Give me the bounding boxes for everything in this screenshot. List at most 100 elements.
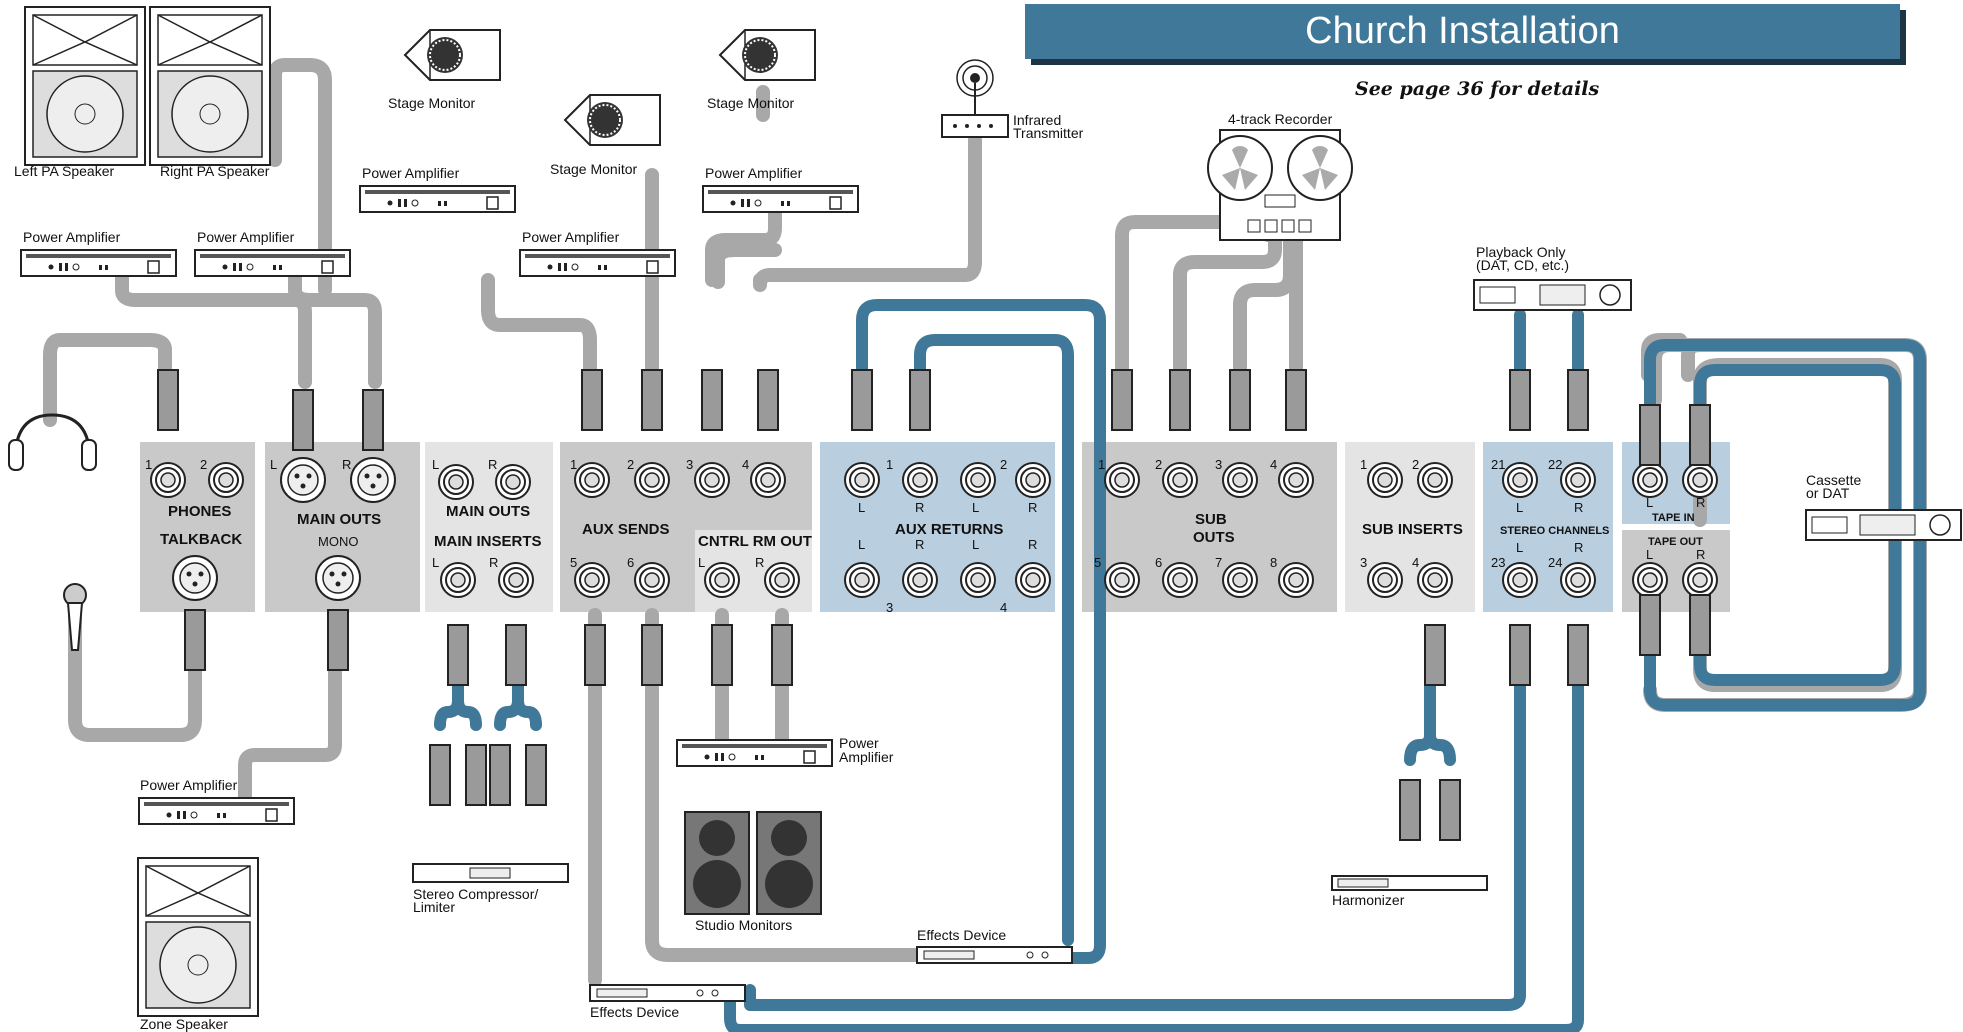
svg-text:R: R [1696, 495, 1705, 510]
infrared-label-1: Infrared [1013, 112, 1061, 128]
playback-device [1473, 279, 1632, 311]
svg-text:L: L [858, 537, 865, 552]
right-pa-speaker-label: Right PA Speaker [160, 163, 270, 179]
svg-text:R: R [1696, 547, 1705, 562]
stage-monitor-1-label: Stage Monitor [388, 95, 475, 111]
svg-text:R: R [342, 457, 351, 472]
stage-monitor-1 [404, 29, 501, 81]
svg-text:2: 2 [200, 457, 207, 472]
svg-text:R: R [915, 537, 924, 552]
svg-text:2: 2 [1155, 457, 1162, 472]
label-main-outs-2: MAIN OUTS [446, 503, 530, 520]
svg-text:4: 4 [1412, 555, 1419, 570]
label-sub-inserts: SUB INSERTS [1362, 521, 1463, 538]
svg-text:L: L [1646, 547, 1653, 562]
svg-text:L: L [698, 555, 705, 570]
effects-device-2 [589, 984, 746, 1002]
svg-text:22: 22 [1548, 457, 1562, 472]
svg-text:L: L [1646, 495, 1653, 510]
compressor-label-1: Stereo Compressor/ [413, 886, 538, 902]
playback-label-1: Playback Only [1476, 244, 1565, 260]
svg-text:R: R [1028, 537, 1037, 552]
label-aux-returns: AUX RETURNS [895, 521, 1003, 538]
svg-text:3: 3 [1215, 457, 1222, 472]
compressor-label-2: Limiter [413, 899, 455, 915]
power-amp-5-label: Power Amplifier [705, 165, 803, 181]
svg-text:1: 1 [145, 457, 152, 472]
label-cntrl-rm-out: CNTRL RM OUT [698, 533, 812, 550]
svg-text:L: L [1516, 540, 1523, 555]
studio-monitors-label: Studio Monitors [695, 917, 792, 933]
zone-speaker-label: Zone Speaker [140, 1016, 228, 1032]
cassette-label-2: or DAT [1806, 485, 1850, 501]
svg-text:1: 1 [886, 457, 893, 472]
svg-text:3: 3 [686, 457, 693, 472]
power-amp-3 [359, 185, 516, 213]
svg-text:24: 24 [1548, 555, 1562, 570]
power-amp-6-label: Power Amplifier [140, 777, 238, 793]
headphones-icon [8, 413, 97, 471]
power-amp-5 [702, 185, 859, 213]
power-amp-7-label-1: Power [839, 735, 879, 751]
zone-speaker [137, 857, 259, 1017]
power-amp-7 [676, 739, 833, 767]
effects-device-1 [916, 946, 1073, 964]
svg-text:L: L [972, 500, 979, 515]
power-amp-4 [519, 249, 676, 277]
right-pa-speaker [149, 6, 271, 166]
infrared-transmitter [941, 59, 1009, 138]
svg-text:1: 1 [1360, 457, 1367, 472]
power-amp-4-label: Power Amplifier [522, 229, 620, 245]
label-stereo-channels: STEREO CHANNELS [1500, 525, 1609, 537]
stereo-compressor [412, 863, 569, 883]
left-pa-speaker [24, 6, 146, 166]
harmonizer-label: Harmonizer [1332, 892, 1405, 908]
svg-text:4: 4 [742, 457, 749, 472]
svg-text:R: R [915, 500, 924, 515]
svg-text:4: 4 [1270, 457, 1277, 472]
diagram-title: Church Installation [1305, 10, 1620, 52]
svg-text:1: 1 [570, 457, 577, 472]
svg-text:21: 21 [1491, 457, 1505, 472]
power-amp-1-label: Power Amplifier [23, 229, 121, 245]
label-main-outs: MAIN OUTS [297, 511, 381, 528]
power-amp-7-label-2: Amplifier [839, 749, 894, 765]
power-amp-3-label: Power Amplifier [362, 165, 460, 181]
svg-text:L: L [972, 537, 979, 552]
stage-monitor-3-label: Stage Monitor [707, 95, 794, 111]
label-sub-1: SUB [1195, 511, 1227, 528]
four-track-recorder [1207, 129, 1353, 241]
svg-text:5: 5 [570, 555, 577, 570]
svg-text:2: 2 [1412, 457, 1419, 472]
power-amp-1 [20, 249, 177, 277]
cassette-label-1: Cassette [1806, 472, 1861, 488]
jack-number-labels: 1 2 L R L R L R 1 2 3 4 5 6 L R 1 2 L R L R L R L R 3 4… [145, 457, 1705, 615]
svg-text:R: R [1574, 540, 1583, 555]
svg-text:L: L [270, 457, 277, 472]
cassette-device [1805, 509, 1962, 541]
svg-text:L: L [432, 457, 439, 472]
blue-cables [434, 299, 1926, 1032]
svg-text:R: R [1028, 500, 1037, 515]
svg-text:R: R [488, 457, 497, 472]
diagram-subtitle: See page 36 for details [1355, 78, 1600, 100]
svg-text:6: 6 [627, 555, 634, 570]
power-amp-6 [138, 797, 295, 825]
label-tape-out: TAPE OUT [1648, 536, 1703, 548]
svg-text:5: 5 [1094, 555, 1101, 570]
svg-text:L: L [432, 555, 439, 570]
harmonizer-device [1331, 875, 1488, 891]
power-amp-2 [194, 249, 351, 277]
title-banner: Church Installation [1025, 4, 1900, 59]
studio-monitors [684, 811, 822, 915]
microphone-icon [63, 583, 87, 651]
svg-text:3: 3 [886, 600, 893, 615]
left-pa-speaker-label: Left PA Speaker [14, 163, 114, 179]
stage-monitor-3 [719, 29, 816, 81]
label-tape-in: TAPE IN [1652, 512, 1695, 524]
svg-text:8: 8 [1270, 555, 1277, 570]
svg-text:6: 6 [1155, 555, 1162, 570]
effects-device-2-label: Effects Device [590, 1004, 679, 1020]
